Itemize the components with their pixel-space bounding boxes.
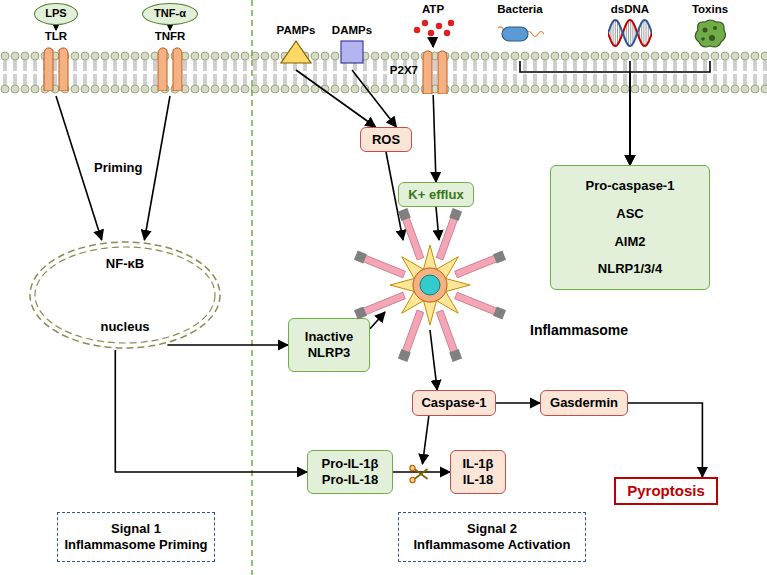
node-text: AIM2 bbox=[614, 234, 645, 250]
arrow-connector bbox=[520, 61, 630, 165]
damp-signal: DAMPs bbox=[328, 24, 376, 70]
node-text: Gasdermin bbox=[550, 395, 618, 411]
arrow-connector bbox=[167, 344, 288, 346]
node-text: LPS bbox=[45, 7, 66, 20]
arrow-connector bbox=[430, 330, 437, 390]
arrow-connector bbox=[296, 70, 376, 127]
node-text: Inflammasome bbox=[530, 322, 628, 339]
node-text: K+ efflux bbox=[408, 187, 463, 203]
arrow-connector bbox=[630, 61, 710, 165]
arrow-connector bbox=[628, 403, 702, 477]
dsdna-signal: dsDNA bbox=[604, 3, 656, 61]
process-box: K+ efflux bbox=[398, 182, 474, 207]
node-text: Inflammasome Activation bbox=[413, 537, 570, 553]
process-box: Pro-IL-1βPro-IL-18 bbox=[307, 450, 393, 494]
node-text: DAMPs bbox=[332, 24, 372, 38]
process-box: ROS bbox=[360, 127, 412, 152]
node-text: P2X7 bbox=[390, 64, 418, 78]
component-box: Pro-caspase-1ASC AIM2NLRP1/3/4 bbox=[550, 165, 710, 290]
process-box: Gasdermin bbox=[540, 390, 628, 416]
arrow-connector bbox=[169, 25, 171, 30]
process-box: IL-1βIL-18 bbox=[450, 450, 506, 494]
dna-helix bbox=[608, 18, 652, 48]
inflammasome-complex bbox=[300, 155, 560, 415]
arrow-connector bbox=[370, 312, 385, 329]
node-text: TNFR bbox=[155, 30, 186, 44]
signal-box: Signal 1Inflammasome Priming bbox=[57, 512, 215, 562]
p2x7-receptor: P2X7 bbox=[366, 47, 450, 95]
node-text: Inactive NLRP3 bbox=[289, 329, 369, 360]
node-text: ASC bbox=[616, 206, 643, 222]
receptor-symbol bbox=[41, 45, 71, 91]
node-text: dsDNA bbox=[611, 3, 649, 17]
toxin-icon bbox=[692, 18, 728, 50]
node-text: nucleus bbox=[100, 319, 149, 335]
stimulus-ellipse: LPS bbox=[34, 3, 78, 25]
node-text: Bacteria bbox=[497, 3, 542, 17]
arrow-connector bbox=[144, 96, 170, 240]
arrow-connector bbox=[352, 70, 396, 127]
outcome-box: Pyroptosis bbox=[614, 477, 718, 505]
damp-square bbox=[339, 39, 365, 65]
bacteria-icon bbox=[496, 18, 544, 50]
arrow-connector bbox=[433, 95, 436, 182]
pamp-signal: PAMPs bbox=[272, 24, 320, 70]
arrow-connector bbox=[496, 402, 540, 404]
arrow-connector bbox=[393, 471, 450, 473]
process-box: Inactive NLRP3 bbox=[288, 318, 370, 372]
node-text: ROS bbox=[372, 132, 400, 148]
node-text: Pro-caspase-1 bbox=[586, 178, 675, 194]
atp-signal: ATP bbox=[410, 3, 456, 43]
signal-box: Signal 2Inflammasome Activation bbox=[398, 512, 586, 562]
node-text: TNF-α bbox=[154, 7, 186, 20]
receptor-symbol bbox=[155, 45, 185, 91]
node-text: NF-κB bbox=[106, 256, 144, 272]
node-text: Signal 1 bbox=[111, 521, 161, 537]
arrow-connector bbox=[436, 207, 439, 240]
node-text: IL-18 bbox=[463, 472, 493, 488]
node-text: NLRP1/3/4 bbox=[598, 261, 662, 277]
toxin-signal: Toxins bbox=[682, 3, 738, 61]
atp-dots bbox=[411, 18, 455, 38]
node-text: Pro-IL-1β bbox=[321, 456, 378, 472]
node-text: Toxins bbox=[692, 3, 728, 17]
receptor: TLR bbox=[38, 30, 74, 96]
receptor-symbol bbox=[420, 48, 450, 94]
pamp-triangle bbox=[279, 39, 313, 65]
node-text: TLR bbox=[45, 30, 67, 44]
node-text: Pro-IL-18 bbox=[322, 472, 378, 488]
bacteria-signal: Bacteria bbox=[492, 3, 548, 61]
node-text: PAMPs bbox=[277, 24, 316, 38]
arrow-connector bbox=[432, 43, 434, 47]
node-text: ATP bbox=[422, 3, 444, 17]
cleavage-arrow bbox=[423, 416, 429, 464]
arrow-connector bbox=[115, 350, 307, 472]
receptor: TNFR bbox=[150, 30, 190, 96]
arrow-connector bbox=[55, 25, 57, 30]
node-text: Signal 2 bbox=[467, 521, 517, 537]
node-text: Inflammasome Priming bbox=[64, 537, 207, 553]
node-text: Pyroptosis bbox=[627, 482, 705, 500]
node-text: Caspase-1 bbox=[421, 395, 486, 411]
node-text: IL-1β bbox=[462, 456, 493, 472]
process-box: Caspase-1 bbox=[412, 390, 496, 416]
annotation-label: Priming bbox=[92, 160, 144, 175]
stimulus-ellipse: TNF-α bbox=[142, 3, 198, 25]
nucleus: NF-κB nucleus bbox=[28, 240, 222, 350]
scissors-symbol bbox=[410, 465, 428, 482]
inflammasome: Inflammasome bbox=[385, 240, 475, 330]
